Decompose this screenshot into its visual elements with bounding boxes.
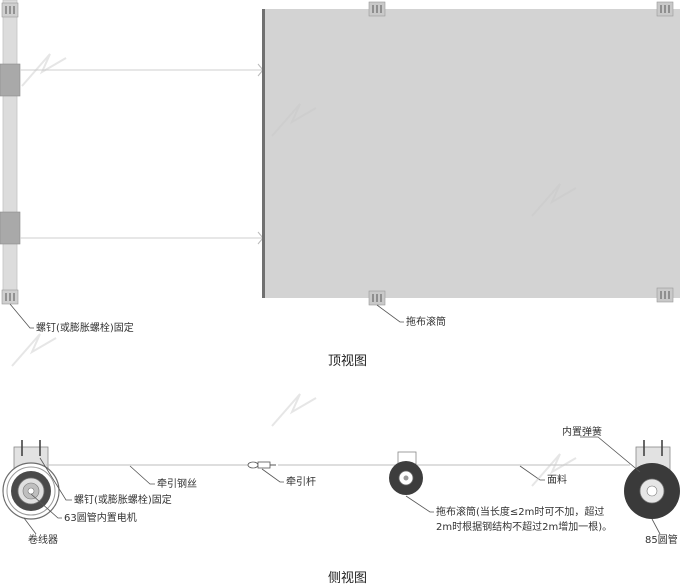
caption-top-view: 顶视图 <box>328 354 368 369</box>
label-reel: 卷线器 <box>28 535 58 546</box>
label-screw-fix-side: 螺钉(或膨胀螺栓)固定 <box>74 495 172 506</box>
leader-fabric-side <box>519 465 545 481</box>
label-screw-fix-top: 螺钉(或膨胀螺栓)固定 <box>36 323 134 334</box>
leader-tube85-side <box>651 518 661 535</box>
leader-roller-side <box>405 495 434 513</box>
leader-spring-side <box>580 436 641 473</box>
leader-rod-side <box>261 468 284 483</box>
label-tube-85: 85圆管 <box>645 535 678 546</box>
label-motor-tube: 63圆管内置电机 <box>64 513 137 524</box>
leader-wire-side <box>129 465 155 485</box>
leader-screw-side <box>39 457 72 501</box>
caption-side-view: 侧视图 <box>328 571 368 586</box>
leader-screw-top <box>9 303 34 329</box>
left-rail <box>2 0 18 301</box>
label-drag-roller-top: 拖布滚筒 <box>406 317 446 328</box>
pull-rod <box>247 461 276 469</box>
label-spring: 内置弹簧 <box>562 427 602 438</box>
leader-roller-top <box>376 304 404 323</box>
label-pull-rod: 牵引杆 <box>286 477 316 488</box>
leader-motor-side <box>30 493 62 519</box>
fabric-bracket-bottom-mid <box>368 290 386 306</box>
label-drag-roller-note-1: 拖布滚筒(当长度≤2m时可不加，超过 <box>436 507 605 518</box>
fabric-bracket-top-mid <box>368 1 386 17</box>
fabric-panel <box>263 9 680 298</box>
rail-clamp-lower <box>0 211 21 245</box>
label-fabric: 面料 <box>547 475 567 486</box>
fabric-bracket-bottom-right <box>656 287 674 303</box>
fabric-bracket-top-right <box>656 1 674 17</box>
label-steel-wire: 牵引钢丝 <box>157 479 197 490</box>
rail-clamp-upper <box>0 63 21 97</box>
label-drag-roller-note-2: 2m时根据钢结构不超过2m增加一根)。 <box>436 522 613 533</box>
leader-reel-side <box>23 517 37 535</box>
